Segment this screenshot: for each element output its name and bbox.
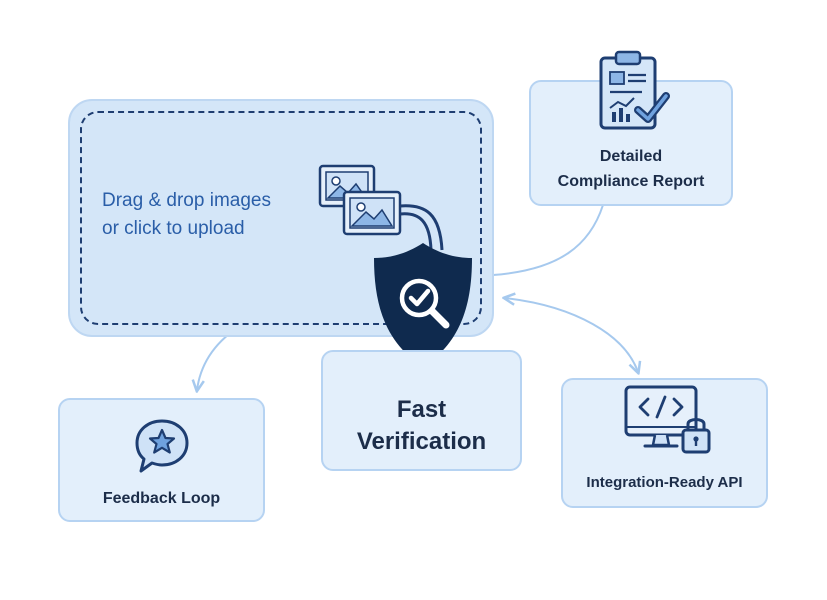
connector-shield-to-compliance <box>492 204 604 276</box>
dropzone-line-1: Drag & drop images <box>102 190 271 211</box>
image-gallery-icon <box>318 164 444 251</box>
integration-api-label: Integration-Ready API <box>586 474 743 491</box>
compliance-label-line-2: Compliance Report <box>557 173 705 190</box>
shield-magnifier-check-icon <box>374 243 472 367</box>
dropzone-dashed-border <box>80 111 482 325</box>
connector-shield-to-api <box>505 298 638 372</box>
feedback-loop-card: Feedback Loop <box>58 398 265 522</box>
dropzone-instructions: Drag & drop images or click to upload <box>102 187 332 243</box>
clipboard-chart-icon <box>599 50 670 130</box>
dropzone-line-2: or click to upload <box>102 218 245 239</box>
integration-api-card: Integration-Ready API <box>561 378 768 508</box>
feedback-loop-label: Feedback Loop <box>102 490 221 507</box>
verification-label-line-1: Fast <box>396 396 447 423</box>
monitor-code-lock-icon <box>624 385 711 454</box>
verification-label-line-2: Verification <box>356 428 487 455</box>
fast-verification-card: Fast Verification <box>321 350 522 471</box>
speech-bubble-star-icon <box>135 419 189 473</box>
fast-verification-label: Fast Verification <box>323 394 520 458</box>
compliance-report-label: Detailed Compliance Report <box>531 144 731 194</box>
compliance-label-line-1: Detailed <box>599 148 663 165</box>
